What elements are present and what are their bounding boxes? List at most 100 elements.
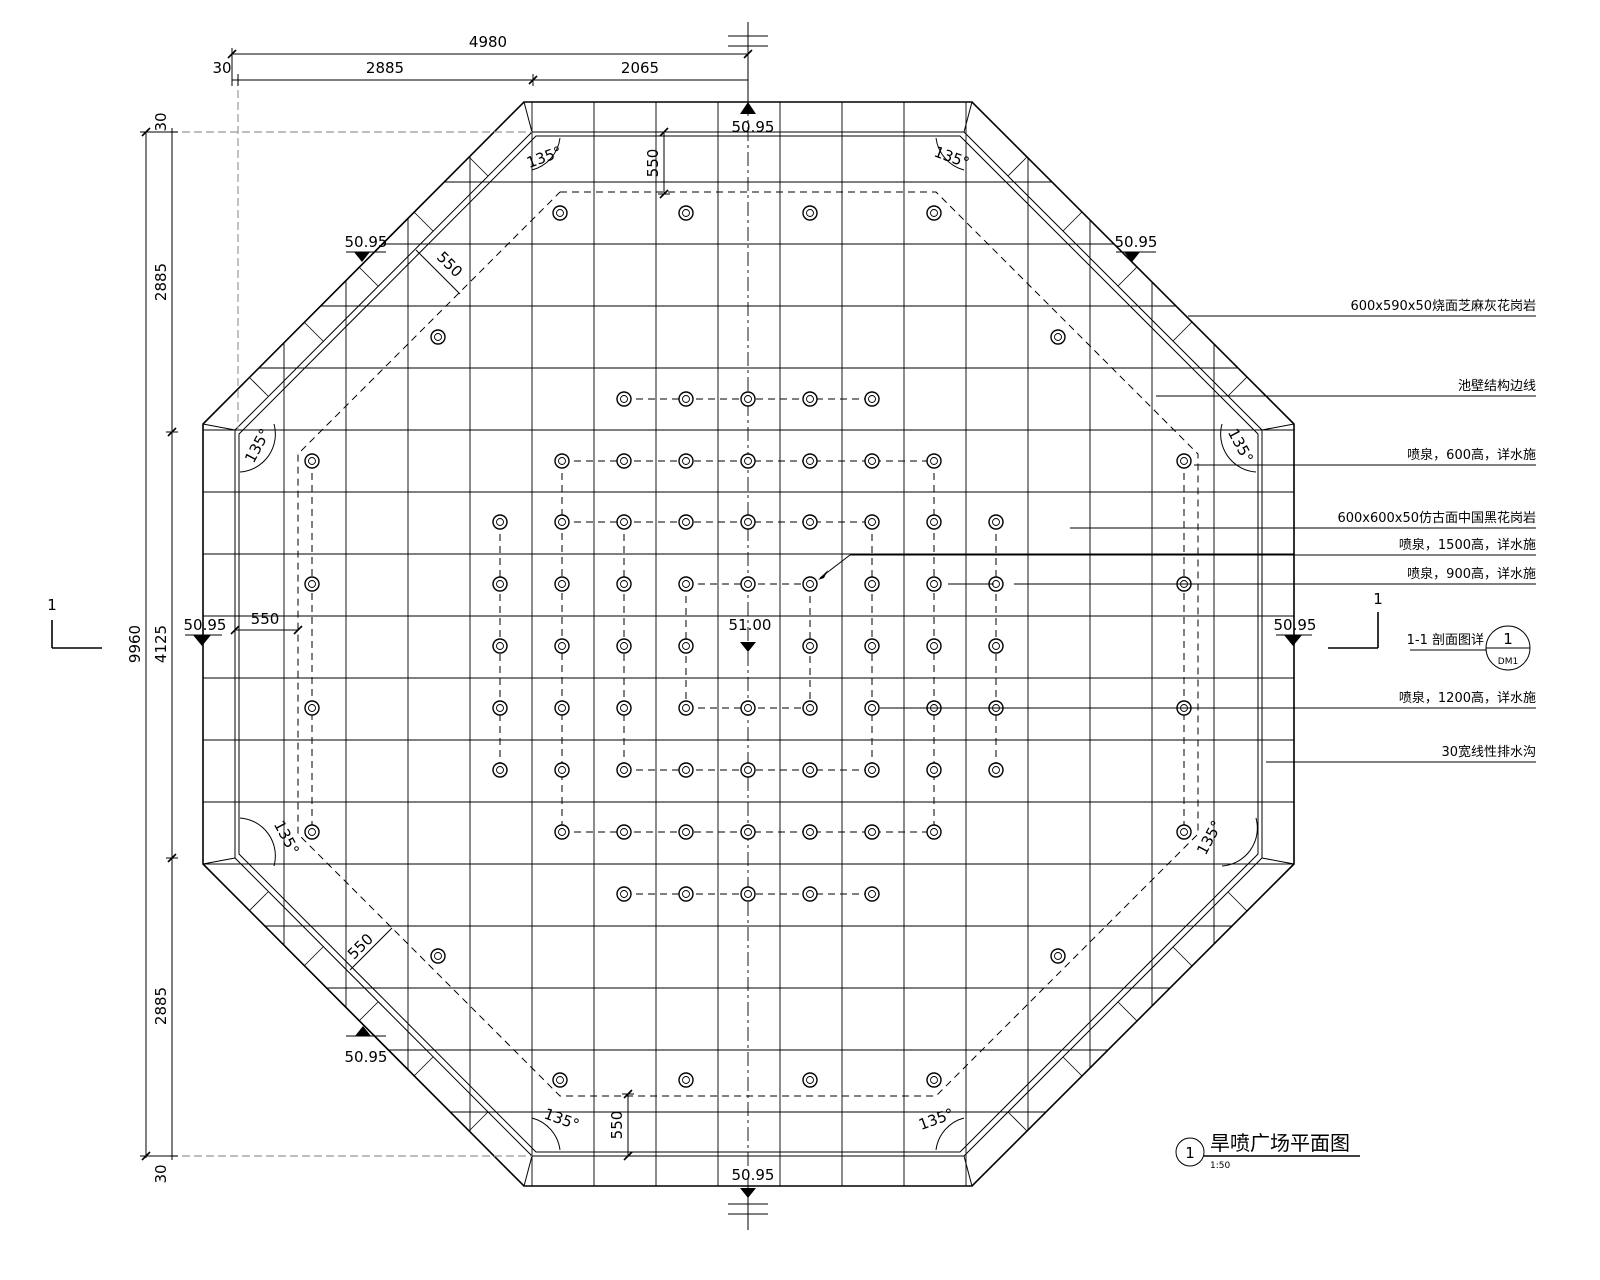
dim-diag-inset-top: 550 [433, 248, 466, 281]
elev-right: 50.95 [1274, 616, 1317, 634]
fountain-nozzle [554, 824, 570, 840]
dim-top-segment: 2885 [152, 263, 170, 301]
fountain-nozzle [740, 514, 756, 530]
dim-bottom-inset: 550 [608, 1111, 626, 1140]
fountain-nozzle [740, 886, 756, 902]
fountain-nozzle [802, 824, 818, 840]
dim-total-height: 9960 [126, 625, 144, 663]
dim-left-part: 2885 [366, 59, 404, 77]
angle-tl-top: 135° [524, 143, 564, 172]
elev-center-triangle [740, 642, 756, 652]
dim-top-offset: 30 [152, 112, 170, 131]
fountain-nozzle [616, 453, 632, 469]
fountain-nozzle [678, 638, 694, 654]
elev-bottom: 50.95 [732, 1166, 775, 1184]
fountain-nozzle [926, 576, 942, 592]
elevation-markers [185, 102, 1312, 1198]
inset-dimension-lines [230, 127, 670, 1161]
fountain-nozzle [1176, 824, 1192, 840]
fountain-nozzle [864, 638, 880, 654]
fountain-nozzle [678, 824, 694, 840]
fountain-nozzle [926, 205, 942, 221]
note-paving-light: 600x590x50烧面芝麻灰花岗岩 [1350, 298, 1536, 314]
fountain-nozzle [554, 453, 570, 469]
fountain-nozzle [492, 514, 508, 530]
section-marker-right [1328, 612, 1379, 649]
elev-top-right: 50.95 [1115, 233, 1158, 251]
elev-left-triangle [193, 635, 211, 646]
fountain-nozzle [864, 453, 880, 469]
fountain-nozzle [1050, 329, 1066, 345]
fountain-nozzle [802, 1072, 818, 1088]
elev-tr-triangle [1124, 252, 1140, 262]
fountain-nozzle [802, 638, 818, 654]
fountain-nozzle [740, 391, 756, 407]
fountain-nozzle [864, 576, 880, 592]
fountain-nozzle [926, 453, 942, 469]
section-bubble-sheet: DM1 [1498, 657, 1518, 667]
dim-bottom-offset: 30 [152, 1164, 170, 1183]
fountain-nozzle [304, 576, 320, 592]
note-paving-dark: 600x600x50仿古面中国黑花岗岩 [1337, 510, 1536, 526]
elev-center: 51.00 [729, 616, 772, 634]
dim-diag-inset-bottom: 550 [344, 930, 377, 963]
fountain-nozzle [926, 1072, 942, 1088]
fountain-nozzle [678, 391, 694, 407]
section-bubble-number: 1 [1503, 630, 1513, 648]
elev-tl-triangle [354, 252, 370, 262]
fountain-nozzle [492, 762, 508, 778]
dim-total-width: 4980 [469, 33, 507, 51]
dim-left-inset: 550 [251, 610, 280, 628]
title-scale: 1:50 [1210, 1161, 1230, 1171]
fountain-nozzle [678, 762, 694, 778]
alignment-lines [170, 78, 532, 1157]
elev-right-triangle [1284, 635, 1302, 646]
title-name: 旱喷广场平面图 [1210, 1131, 1350, 1155]
fountain-nozzle [926, 638, 942, 654]
fountain-nozzle [430, 948, 446, 964]
fountain-nozzle [552, 1072, 568, 1088]
fountain-nozzle [616, 391, 632, 407]
fountain-nozzle [802, 886, 818, 902]
fountain-nozzle [740, 453, 756, 469]
leader-lines [818, 315, 1536, 763]
fountain-nozzle [678, 205, 694, 221]
fountain-nozzle [864, 391, 880, 407]
fountain-nozzle [552, 205, 568, 221]
dim-right-part: 2065 [621, 59, 659, 77]
fountain-nozzle [802, 700, 818, 716]
fountain-nozzle [988, 638, 1004, 654]
fountain-nozzle [802, 762, 818, 778]
note-fountain-1500: 喷泉，1500高，详水施 [1399, 537, 1536, 553]
angle-bl-bottom: 135° [542, 1105, 582, 1134]
fountain-nozzle [554, 514, 570, 530]
title-block [1175, 1137, 1360, 1167]
fountain-nozzle [616, 638, 632, 654]
fountain-nozzle [802, 205, 818, 221]
fountain-nozzle [492, 576, 508, 592]
dim-bottom-segment: 2885 [152, 987, 170, 1025]
fountain-nozzle [678, 514, 694, 530]
section-bubble [1485, 625, 1531, 671]
elev-left: 50.95 [184, 616, 227, 634]
fountain-nozzle [554, 638, 570, 654]
top-dimension-lines [227, 48, 753, 86]
fountain-nozzle [802, 576, 818, 592]
fountain-nozzle [616, 576, 632, 592]
fountain-nozzle [304, 824, 320, 840]
fountain-nozzle [740, 762, 756, 778]
fountain-nozzle [926, 762, 942, 778]
fountain-nozzle [430, 329, 446, 345]
fountain-nozzle [864, 700, 880, 716]
angle-br-bottom: 135° [916, 1105, 956, 1134]
fountain-nozzle [678, 453, 694, 469]
fountain-nozzle [678, 1072, 694, 1088]
dim-top-inset: 550 [644, 149, 662, 178]
note-section-ref: 1-1 剖面图详 [1407, 633, 1484, 648]
fountain-nozzle [988, 514, 1004, 530]
fountain-nozzle [740, 700, 756, 716]
fountain-nozzle [740, 824, 756, 840]
note-drain: 30宽线性排水沟 [1441, 744, 1536, 760]
fountain-nozzle [554, 762, 570, 778]
fountain-nozzle [864, 514, 880, 530]
